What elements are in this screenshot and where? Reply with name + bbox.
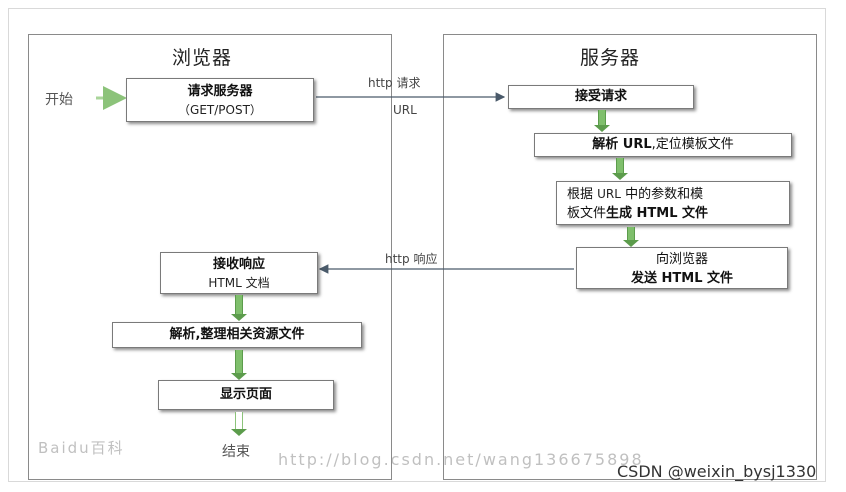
send-line1: 向浏览器 [655,252,708,267]
down-arrow-1 [231,295,247,321]
send-line2: 发送 HTML 文件 [630,271,734,286]
receive-response-label: 接收响应 [212,257,265,272]
down-arrow-3 [231,412,247,436]
accept-request-box: 接受请求 [508,85,694,109]
generate-line1-c: 中的参数和模 [620,187,704,202]
generate-line2-b: 生成 HTML 文件 [606,206,709,221]
diagram-frame [8,8,826,482]
down-arrow-2 [231,350,247,380]
browser-lane [28,34,392,480]
parse-url-suffix: ,定位模板文件 [651,137,734,152]
request-server-label: 请求服务器 [187,84,253,99]
url-label: URL [393,103,417,117]
html-document-label: HTML 文档 [208,276,270,290]
display-page-box: 显示页面 [158,380,334,410]
blog-url-watermark: http://blog.csdn.net/wang136675898 [278,450,644,469]
parse-url-url: URL [622,137,652,152]
http-response-label: http 响应 [385,252,438,266]
csdn-watermark: CSDN @weixin_bysj1330 [617,462,817,481]
parse-url-box: 解析 URL,定位模板文件 [534,133,792,157]
server-lane [443,34,817,480]
request-method-label: （GET/POST） [178,103,262,117]
down-arrow-6 [623,227,639,247]
down-arrow-4 [594,110,610,132]
start-label: 开始 [45,92,73,108]
http-request-label: http 请求 [368,76,421,90]
parse-resources-box: 解析,整理相关资源文件 [112,322,362,348]
send-html-box: 向浏览器 发送 HTML 文件 [576,247,788,289]
generate-html-box: 根据 URL 中的参数和模 板文件生成 HTML 文件 [556,181,790,225]
server-lane-title: 服务器 [580,47,641,69]
down-arrow-5 [612,158,628,180]
browser-lane-title: 浏览器 [172,47,233,69]
generate-line2-a: 板文件 [567,206,607,221]
end-label: 结束 [222,444,250,460]
generate-line1-b: URL [597,187,621,201]
request-server-box: 请求服务器 （GET/POST） [126,78,314,122]
generate-line1-a: 根据 [567,187,598,202]
receive-response-box: 接收响应 HTML 文档 [160,252,318,294]
baidu-watermark: Baidu百科 [38,439,125,457]
parse-url-prefix: 解析 [592,137,623,152]
